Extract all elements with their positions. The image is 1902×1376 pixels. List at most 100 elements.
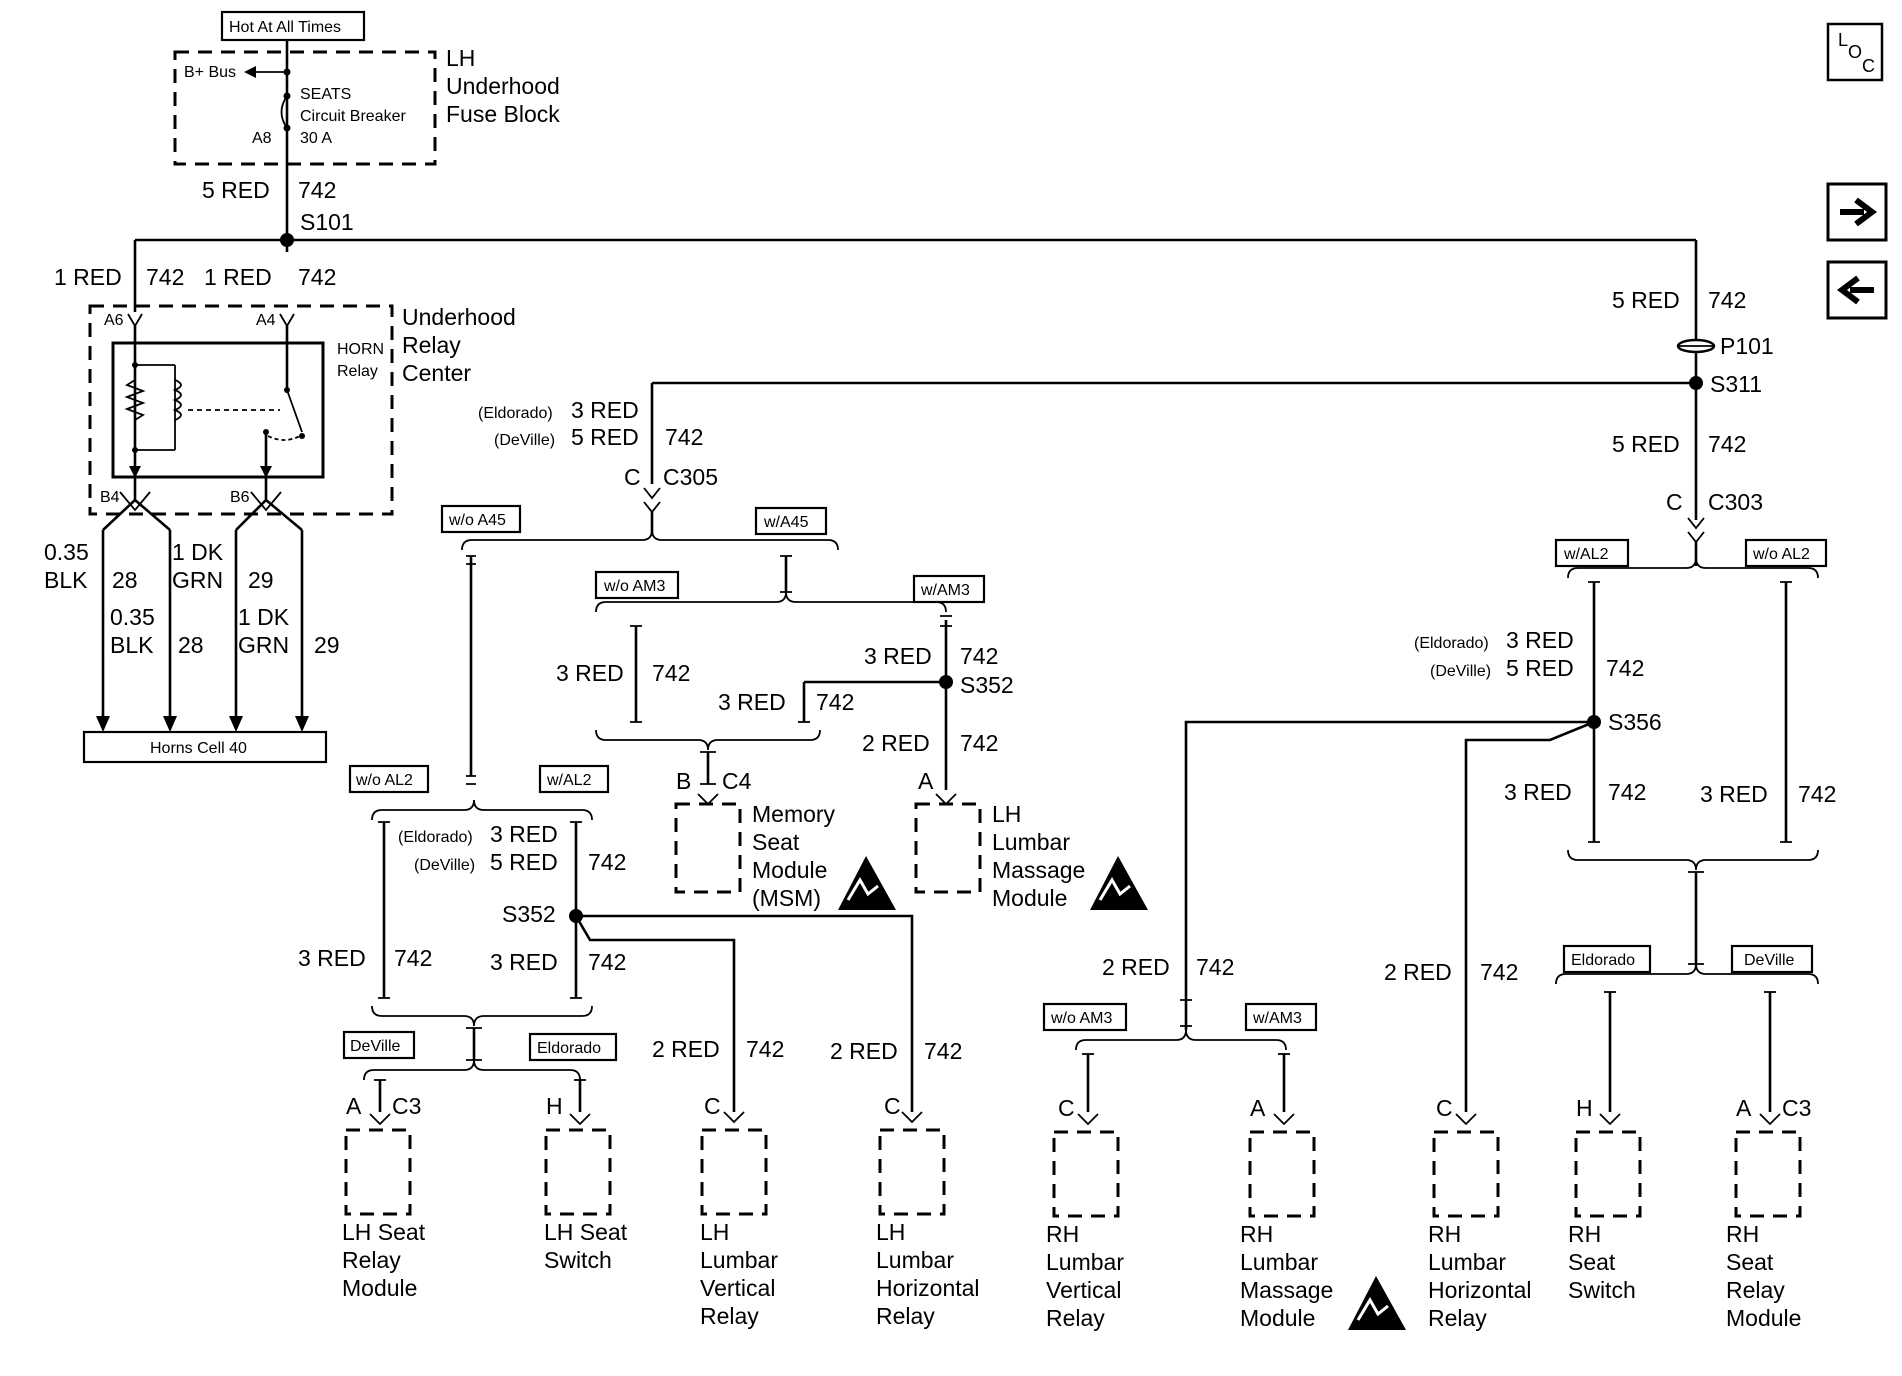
left-wire-number-1: 742 xyxy=(394,945,432,971)
mid-wire-gauge-4: 2 RED xyxy=(862,730,930,756)
rh-lumbar-massage-module[interactable]: RH Lumbar Massage Module xyxy=(1240,1221,1333,1331)
lh-seat-relay-module[interactable]: LH Seat Relay Module xyxy=(342,1219,426,1301)
right-feed-number-2: 742 xyxy=(1708,431,1746,457)
wo-a45-tag[interactable] xyxy=(440,504,522,534)
a6-label: A6 xyxy=(104,312,124,329)
rh-lumbar-horizontal-relay[interactable]: RH Lumbar Horizontal Relay xyxy=(1428,1221,1532,1331)
deville-tag-left[interactable] xyxy=(342,1030,416,1060)
relay-center: 1 RED 742 1 RED 742 A6 A4 HORN R xyxy=(44,264,516,764)
lh-massage-label-2: Lumbar xyxy=(992,829,1070,855)
coil-icon xyxy=(172,379,182,421)
lh-seat-relay-name-3: Module xyxy=(342,1275,417,1301)
hot-at-all-times-tag xyxy=(220,10,366,42)
c303-label: C303 xyxy=(1708,489,1763,515)
lh-lumbar-horiz-name-4: Relay xyxy=(876,1303,935,1329)
rh-seat-relay-name-3: Relay xyxy=(1726,1277,1785,1303)
c305-wire-number: 742 xyxy=(665,424,703,450)
c303-connector-icon xyxy=(1687,517,1705,544)
rh-lumbar-vertical-relay[interactable]: RH Lumbar Vertical Relay xyxy=(1046,1221,1124,1331)
arrow-right-icon[interactable] xyxy=(1826,182,1888,242)
lh-massage-label-3: Massage xyxy=(992,857,1085,883)
rh-lumbar-horiz-name-3: Horizontal xyxy=(1428,1277,1532,1303)
lh-seat-switch-pin: H xyxy=(546,1093,563,1119)
s311-splice xyxy=(1689,376,1703,390)
lh-lumbar-horiz-name-1: LH xyxy=(876,1219,905,1245)
msm-label-3: Module xyxy=(752,857,827,883)
arrow-left-icon[interactable] xyxy=(1826,260,1888,320)
deville-tag-right[interactable] xyxy=(1730,944,1814,974)
rh-lumbar-vert-name-2: Lumbar xyxy=(1046,1249,1124,1275)
rh-seat-relay-module[interactable]: RH Seat Relay Module xyxy=(1726,1221,1801,1331)
mid-wire-number-3: 742 xyxy=(816,689,854,715)
lh-seat-switch[interactable]: LH Seat Switch xyxy=(544,1219,628,1273)
w-al2-tag-right[interactable] xyxy=(1554,538,1630,568)
s311-label: S311 xyxy=(1710,371,1762,397)
lh-lumbar-vertical-relay[interactable]: LH Lumbar Vertical Relay xyxy=(700,1219,778,1329)
lh-lumbar-vert-outline xyxy=(700,1128,768,1216)
w-am3-label: w/AM3 xyxy=(920,582,970,599)
msm-label-1: Memory xyxy=(752,801,836,827)
wo-al2-tag[interactable] xyxy=(348,764,430,794)
wo-al2-tag-right[interactable] xyxy=(1744,538,1828,568)
mid-wire-gauge-3: 3 RED xyxy=(718,689,786,715)
w-a45-tag[interactable] xyxy=(754,506,828,536)
a4-label: A4 xyxy=(256,312,276,329)
eldorado-tag-left[interactable] xyxy=(528,1032,618,1062)
wire-gauge-label: 5 RED xyxy=(202,177,270,203)
right-feed-number: 742 xyxy=(1708,287,1746,313)
lh-massage-pin-label: A xyxy=(918,768,934,794)
relay-wire1-number: 742 xyxy=(146,264,184,290)
b6-label: B6 xyxy=(230,489,250,506)
c4-label: C4 xyxy=(722,768,752,794)
rh-seat-relay-name-4: Module xyxy=(1726,1305,1801,1331)
rh-lumbar-vert-name-4: Relay xyxy=(1046,1305,1105,1331)
horns-cell-tag[interactable] xyxy=(82,730,328,764)
w-am3-tag[interactable] xyxy=(912,574,986,604)
rh-seat-switch[interactable]: RH Seat Switch xyxy=(1568,1221,1636,1303)
left-deville-label: (DeVille) xyxy=(414,857,475,874)
a8-label: A8 xyxy=(252,130,272,147)
wire-b4-gauge-2: 0.35 xyxy=(110,604,155,630)
wire-b4-color-2: BLK xyxy=(110,632,154,658)
horn-label: HORN xyxy=(337,341,384,358)
w-am3-tag-right[interactable] xyxy=(1244,1002,1318,1032)
wo-am3-tag[interactable] xyxy=(594,570,680,600)
w-al2-label-right: w/AL2 xyxy=(1563,546,1609,563)
left-wire-number-2: 742 xyxy=(588,949,626,975)
c303-pin-label: C xyxy=(1666,489,1683,515)
rh-seat-switch-pin: H xyxy=(1576,1095,1593,1121)
lh-massage-label-1: LH xyxy=(992,801,1021,827)
bbus-label: B+ Bus xyxy=(184,64,236,81)
lh-lumbar-vert-pin: C xyxy=(704,1093,721,1119)
right-wire-gauge-3: 2 RED xyxy=(1102,954,1170,980)
circuit-breaker-label: Circuit Breaker xyxy=(300,108,406,125)
esd-warning-icon xyxy=(1348,1276,1406,1330)
lh-lumbar-horizontal-relay[interactable]: LH Lumbar Horizontal Relay xyxy=(876,1219,980,1329)
deville-label-left: DeVille xyxy=(350,1038,401,1055)
left-deville-gauge: 5 RED xyxy=(490,849,558,875)
al2-option-bracket-right xyxy=(1567,557,1819,579)
lh-massage-outline xyxy=(914,802,982,894)
lh-seat-switch-name-2: Switch xyxy=(544,1247,612,1273)
rh-lumbar-horiz-name-2: Lumbar xyxy=(1428,1249,1506,1275)
wire-b4-number-2: 28 xyxy=(178,632,204,658)
fuse-block-title-fuse-block: Fuse Block xyxy=(446,101,560,127)
wire-b4-color-1: BLK xyxy=(44,567,88,593)
rh-lumbar-mass-pin: A xyxy=(1250,1095,1266,1121)
wire-number-label: 742 xyxy=(298,177,336,203)
eldorado-label-right: Eldorado xyxy=(1571,952,1635,969)
esd-warning-icon xyxy=(838,856,896,910)
wo-am3-tag-right[interactable] xyxy=(1042,1002,1128,1032)
wire-b6-color-1: GRN xyxy=(172,567,223,593)
right-eldorado-gauge: 3 RED xyxy=(1506,627,1574,653)
mid-wire-gauge-2: 3 RED xyxy=(864,643,932,669)
eldorado-tag-right[interactable] xyxy=(1562,944,1652,974)
c305-deville-label: (DeVille) xyxy=(494,432,555,449)
right-feed-gauge: 5 RED xyxy=(1612,287,1680,313)
lh-lumbar-horiz-name-2: Lumbar xyxy=(876,1247,954,1273)
loc-icon[interactable]: L O C xyxy=(1826,22,1884,82)
wo-am3-label-right: w/o AM3 xyxy=(1050,1010,1112,1027)
left-eldorado-gauge: 3 RED xyxy=(490,821,558,847)
w-al2-tag[interactable] xyxy=(538,764,610,794)
left-wire-gauge-4: 2 RED xyxy=(830,1038,898,1064)
